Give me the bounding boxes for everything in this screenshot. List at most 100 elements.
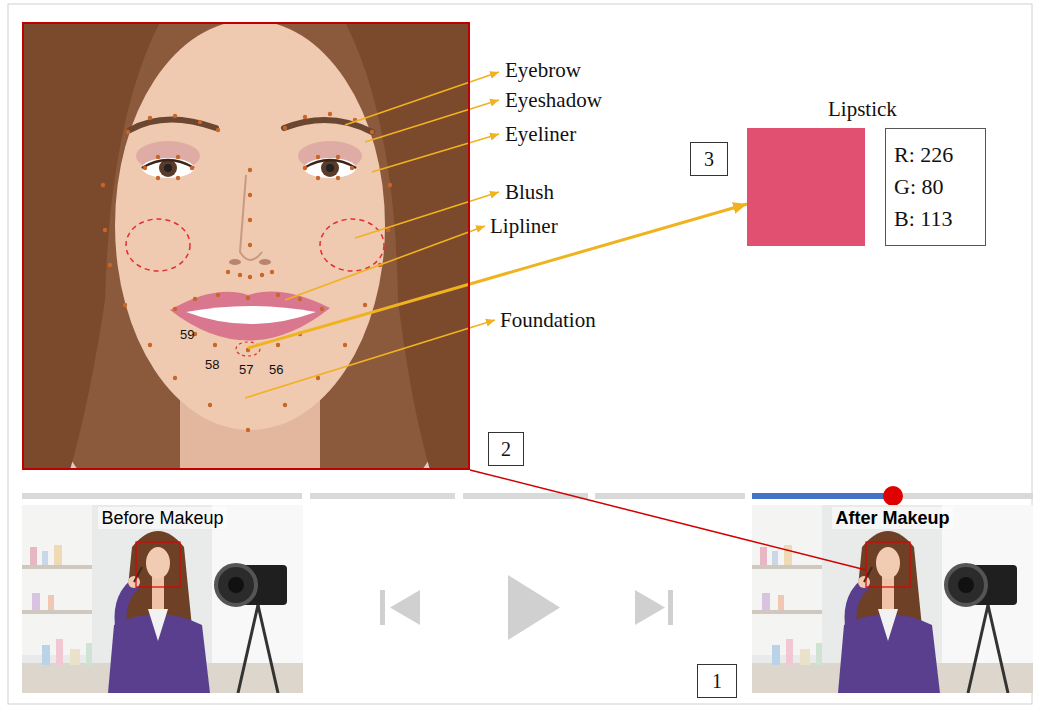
landmark-dots (103, 228, 107, 232)
landmark-dots (388, 183, 392, 187)
landmark-dots (248, 168, 252, 172)
face-closeup (142, 158, 194, 178)
landmark-dots (173, 114, 177, 118)
progress-bar (310, 493, 455, 499)
landmark-dots (208, 403, 212, 407)
part-label: Eyebrow (505, 58, 581, 82)
rgb-value: B: 113 (894, 203, 977, 235)
landmark-dots (148, 343, 152, 347)
leader-lines (355, 192, 499, 238)
landmark-dots (363, 303, 367, 307)
landmark-dots (156, 155, 160, 159)
landmark-number: 56 (269, 363, 283, 377)
callout-number: 1 (712, 670, 722, 692)
face-closeup (304, 160, 356, 168)
landmark-dots (193, 297, 197, 301)
face-closeup (284, 120, 372, 132)
face-closeup (320, 219, 384, 271)
landmark-dots (336, 176, 340, 180)
callout-number: 3 (690, 142, 728, 176)
video-frame (22, 505, 303, 693)
face-closeup (136, 141, 200, 171)
face-closeup (298, 141, 362, 171)
progress-bar (22, 493, 302, 499)
player-controls (508, 575, 560, 640)
landmark-dots (336, 155, 340, 159)
player-controls (635, 590, 665, 625)
landmark-dots (303, 115, 307, 119)
face-closeup-panel: 59585756 (22, 22, 470, 470)
landmark-dots (260, 273, 264, 277)
part-label: Eyeshadow (505, 88, 602, 112)
face-closeup (126, 219, 190, 271)
leader-lines (345, 72, 499, 125)
landmark-dots (248, 243, 252, 247)
progress-bar (893, 493, 1033, 499)
part-label: Blush (505, 180, 554, 204)
leader-lines (245, 72, 499, 398)
face-box (136, 542, 180, 587)
player-controls (668, 590, 673, 625)
rgb-value-box: R: 226G: 80B: 113 (885, 128, 986, 246)
face-closeup (326, 164, 334, 172)
color-swatch: Lipstick (747, 128, 865, 246)
callout-number: 2 (501, 438, 511, 460)
landmark-dots (156, 176, 160, 180)
landmark-dots (298, 297, 302, 301)
rgb-value: R: 226 (894, 139, 977, 171)
landmark-dots (248, 193, 252, 197)
face-closeup (229, 259, 241, 265)
landmark-dots (198, 120, 202, 124)
landmark-dots (126, 130, 130, 134)
landmark-dots (246, 296, 250, 300)
video-thumbnail: Before Makeup (22, 505, 303, 693)
progress-bar (463, 493, 588, 499)
swatch-heading: Lipstick (828, 97, 897, 121)
face-closeup (130, 119, 216, 130)
landmark-dots (283, 403, 287, 407)
video-frame (752, 505, 1033, 693)
landmark-dots (173, 307, 177, 311)
landmark-dots (190, 166, 194, 170)
landmark-dots (303, 166, 307, 170)
leader-lines (372, 134, 499, 172)
face-closeup (22, 22, 470, 470)
callout-number: 1 (697, 664, 737, 698)
landmark-dots (343, 343, 347, 347)
landmark-dots (370, 130, 374, 134)
landmark-dots (283, 126, 287, 130)
connector (470, 204, 747, 284)
leader-line (752, 541, 866, 570)
progress-bar (883, 486, 903, 506)
landmark-dots (316, 176, 320, 180)
landmark-dots (173, 376, 177, 380)
landmark-dots (216, 293, 220, 297)
face-box (866, 542, 910, 587)
part-label: Foundation (500, 308, 596, 332)
landmark-dots (101, 183, 105, 187)
landmark-number: 59 (180, 328, 194, 342)
connector (470, 470, 752, 541)
part-label: Lipliner (490, 214, 558, 238)
landmark-dots (238, 273, 242, 277)
landmark-dots (148, 116, 152, 120)
landmark-dots (101, 112, 392, 432)
player-controls (380, 575, 673, 640)
landmark-dots (316, 155, 320, 159)
landmark-dots (176, 176, 180, 180)
face-closeup (186, 306, 316, 324)
landmark-dots (276, 293, 280, 297)
landmark-dots (276, 343, 280, 347)
thumbnail-title: After Makeup (832, 507, 952, 529)
thumbnail-title: Before Makeup (98, 507, 226, 529)
face-closeup (304, 158, 356, 178)
face-closeup (142, 160, 194, 168)
face-closeup (22, 22, 160, 470)
thumbnail-title-row: After Makeup (752, 507, 1033, 529)
part-label: Eyeliner (505, 122, 576, 146)
landmark-dots (270, 270, 274, 274)
rgb-value: G: 80 (894, 171, 977, 203)
video-thumbnail: After Makeup (752, 505, 1033, 693)
landmark-dots (248, 218, 252, 222)
face-closeup (240, 175, 262, 260)
